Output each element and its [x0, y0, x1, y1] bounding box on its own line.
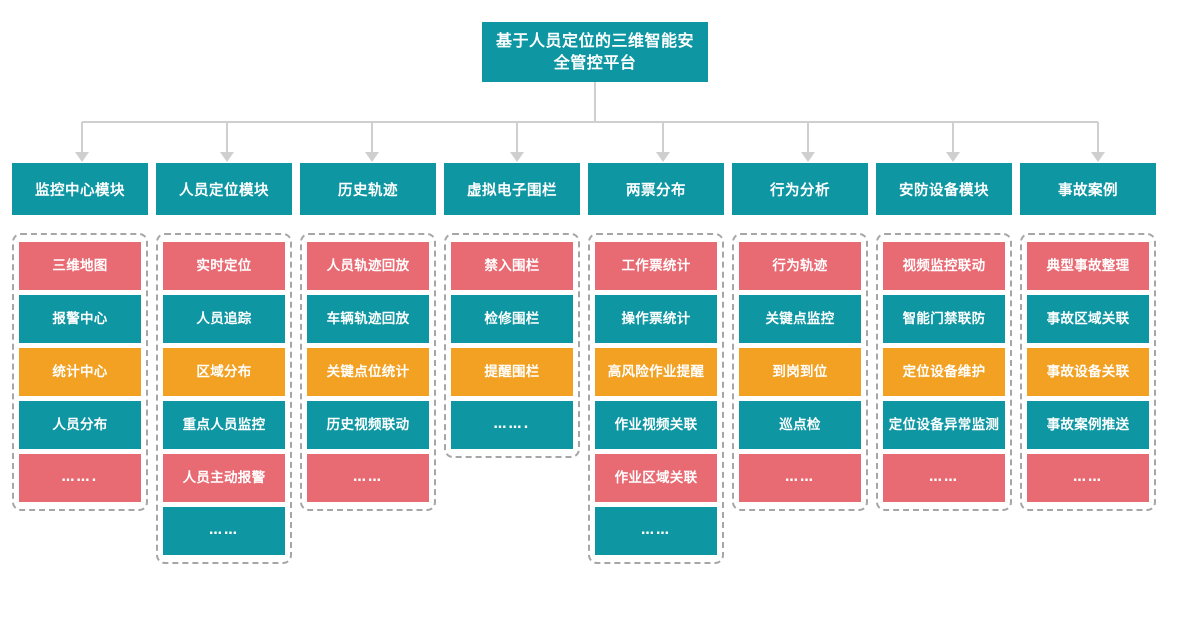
platform-title-node: 基于人员定位的三维智能安全管控平台 — [482, 22, 708, 82]
module-feature-group: 工作票统计操作票统计高风险作业提醒作业视频关联作业区域关联 …… — [588, 233, 724, 564]
feature-item[interactable]: 三维地图 — [19, 242, 141, 290]
module-column: 监控中心模块三维地图报警中心统计中心人员分布 ……. — [12, 163, 148, 511]
feature-item[interactable]: 事故设备关联 — [1027, 348, 1149, 396]
feature-item-more[interactable]: ……. — [19, 454, 141, 502]
feature-item[interactable]: 操作票统计 — [595, 295, 717, 343]
feature-item[interactable]: 高风险作业提醒 — [595, 348, 717, 396]
feature-item[interactable]: 历史视频联动 — [307, 401, 429, 449]
feature-item[interactable]: 区域分布 — [163, 348, 285, 396]
module-header[interactable]: 虚拟电子围栏 — [444, 163, 580, 215]
feature-item[interactable]: 检修围栏 — [451, 295, 573, 343]
module-column: 安防设备模块视频监控联动智能门禁联防定位设备维护定位设备异常监测 …… — [876, 163, 1012, 511]
arrow-heads — [75, 152, 1105, 162]
feature-item-more[interactable]: …… — [163, 507, 285, 555]
module-header[interactable]: 安防设备模块 — [876, 163, 1012, 215]
module-column: 两票分布工作票统计操作票统计高风险作业提醒作业视频关联作业区域关联 …… — [588, 163, 724, 564]
feature-item[interactable]: 到岗到位 — [739, 348, 861, 396]
module-header[interactable]: 监控中心模块 — [12, 163, 148, 215]
module-column: 历史轨迹人员轨迹回放车辆轨迹回放关键点位统计历史视频联动 …… — [300, 163, 436, 511]
feature-item-more[interactable]: ……. — [451, 401, 573, 449]
module-column: 虚拟电子围栏禁入围栏检修围栏提醒围栏 ……. — [444, 163, 580, 458]
feature-item[interactable]: 人员轨迹回放 — [307, 242, 429, 290]
feature-item[interactable]: 作业区域关联 — [595, 454, 717, 502]
feature-item[interactable]: 工作票统计 — [595, 242, 717, 290]
module-column: 行为分析行为轨迹关键点监控到岗到位巡点检 …… — [732, 163, 868, 511]
module-feature-group: 实时定位人员追踪区域分布重点人员监控人员主动报警 …… — [156, 233, 292, 564]
feature-item[interactable]: 重点人员监控 — [163, 401, 285, 449]
feature-item[interactable]: 人员追踪 — [163, 295, 285, 343]
feature-item[interactable]: 行为轨迹 — [739, 242, 861, 290]
feature-item[interactable]: 智能门禁联防 — [883, 295, 1005, 343]
module-header[interactable]: 人员定位模块 — [156, 163, 292, 215]
feature-item-more[interactable]: …… — [307, 454, 429, 502]
feature-item-more[interactable]: …… — [1027, 454, 1149, 502]
feature-item-more[interactable]: …… — [739, 454, 861, 502]
feature-item[interactable]: 禁入围栏 — [451, 242, 573, 290]
feature-item[interactable]: 巡点检 — [739, 401, 861, 449]
module-header[interactable]: 历史轨迹 — [300, 163, 436, 215]
feature-item[interactable]: 报警中心 — [19, 295, 141, 343]
feature-item[interactable]: 统计中心 — [19, 348, 141, 396]
module-feature-group: 禁入围栏检修围栏提醒围栏 ……. — [444, 233, 580, 458]
module-feature-group: 行为轨迹关键点监控到岗到位巡点检 …… — [732, 233, 868, 511]
module-header[interactable]: 两票分布 — [588, 163, 724, 215]
feature-item-more[interactable]: …… — [595, 507, 717, 555]
module-column: 事故案例典型事故整理事故区域关联事故设备关联事故案例推送 …… — [1020, 163, 1156, 511]
feature-item[interactable]: 典型事故整理 — [1027, 242, 1149, 290]
module-feature-group: 三维地图报警中心统计中心人员分布 ……. — [12, 233, 148, 511]
feature-item[interactable]: 关键点位统计 — [307, 348, 429, 396]
feature-item[interactable]: 提醒围栏 — [451, 348, 573, 396]
feature-item[interactable]: 作业视频关联 — [595, 401, 717, 449]
feature-item[interactable]: 关键点监控 — [739, 295, 861, 343]
feature-item[interactable]: 人员分布 — [19, 401, 141, 449]
module-feature-group: 典型事故整理事故区域关联事故设备关联事故案例推送 …… — [1020, 233, 1156, 511]
feature-item[interactable]: 人员主动报警 — [163, 454, 285, 502]
feature-item[interactable]: 视频监控联动 — [883, 242, 1005, 290]
module-feature-group: 视频监控联动智能门禁联防定位设备维护定位设备异常监测 …… — [876, 233, 1012, 511]
feature-item[interactable]: 事故案例推送 — [1027, 401, 1149, 449]
module-header[interactable]: 行为分析 — [732, 163, 868, 215]
feature-item[interactable]: 定位设备维护 — [883, 348, 1005, 396]
module-columns: 监控中心模块三维地图报警中心统计中心人员分布 ……. 人员定位模块实时定位人员追踪区… — [12, 163, 1168, 564]
feature-item[interactable]: 定位设备异常监测 — [883, 401, 1005, 449]
feature-item-more[interactable]: …… — [883, 454, 1005, 502]
module-header[interactable]: 事故案例 — [1020, 163, 1156, 215]
module-column: 人员定位模块实时定位人员追踪区域分布重点人员监控人员主动报警 …… — [156, 163, 292, 564]
module-feature-group: 人员轨迹回放车辆轨迹回放关键点位统计历史视频联动 …… — [300, 233, 436, 511]
feature-item[interactable]: 车辆轨迹回放 — [307, 295, 429, 343]
feature-item[interactable]: 实时定位 — [163, 242, 285, 290]
feature-item[interactable]: 事故区域关联 — [1027, 295, 1149, 343]
